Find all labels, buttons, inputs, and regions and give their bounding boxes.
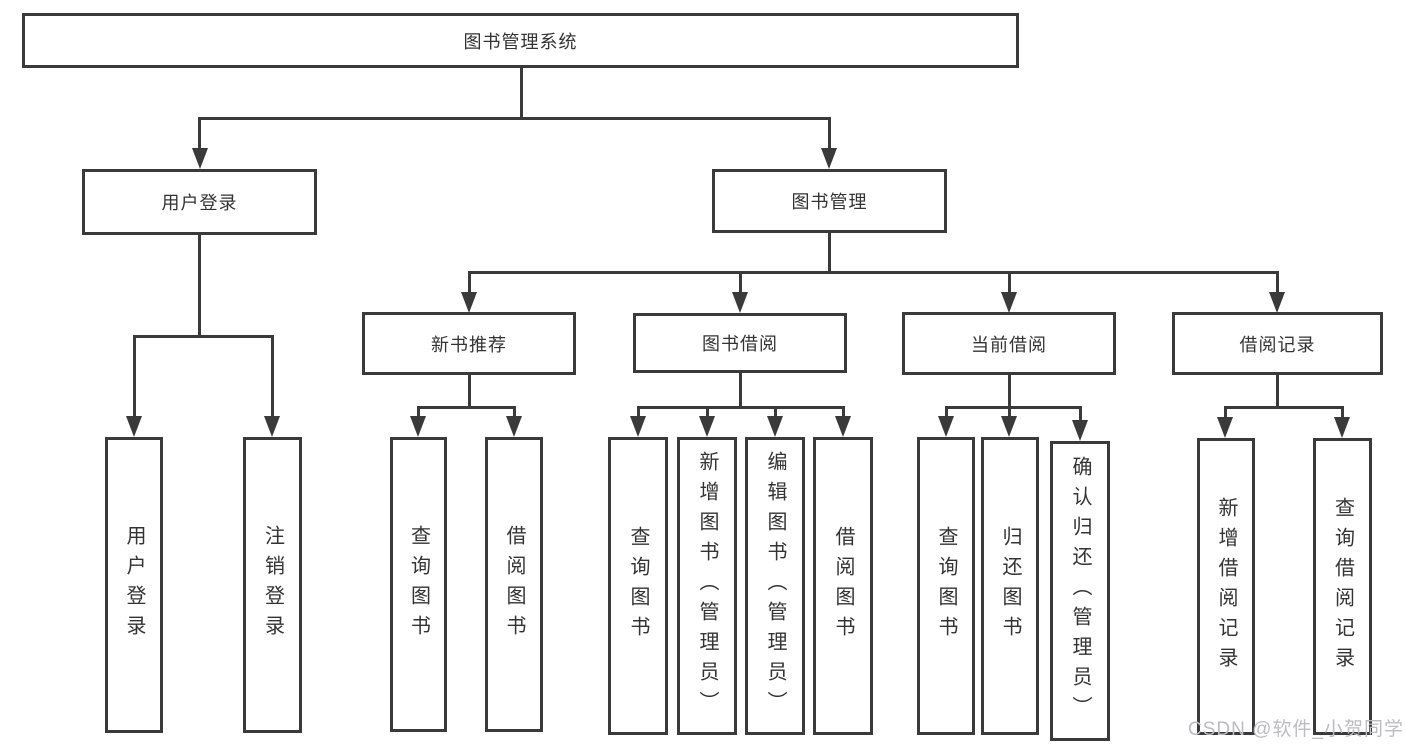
leaf-confirm-return-admin: 确认归还（管理员） [1050,441,1110,741]
watermark-text: CSDN @软件_小贺同学 [1188,719,1404,740]
node-label: 查询图书 [935,526,957,646]
node-label: 查询借阅记录 [1331,496,1354,677]
connector-level2-rail [468,271,1279,274]
connector-arrow-shaft [133,335,136,417]
connector-arrow-shaft [828,117,831,149]
connector-arrow-shaft [271,335,274,417]
leaf-borrow-books-recommend: 借阅图书 [485,437,543,732]
arrow-down-icon [192,148,208,169]
node-label: 归还图书 [999,526,1021,646]
connector-arrow-shaft [1224,406,1227,419]
connector-arrow-shaft [842,406,845,418]
connector-book-mgmt-stem [828,233,831,274]
node-new-book-recommend: 新书推荐 [362,312,576,375]
arrow-down-icon [1072,420,1088,441]
arrow-down-icon [835,416,851,437]
node-label: 图书管理 [791,192,868,212]
node-borrow-records: 借阅记录 [1172,312,1383,375]
connector-rail [1224,406,1344,409]
node-label: 借阅图书 [503,524,525,645]
leaf-query-borrow-record: 查询借阅记录 [1313,438,1372,735]
connector-stem [1276,375,1279,409]
leaf-query-books-current: 查询图书 [917,437,975,735]
leaf-user-login: 用户登录 [105,437,163,733]
connector-arrow-shaft [1079,406,1082,422]
connector-stem [468,375,471,409]
node-label: 图书管理系统 [463,31,578,52]
node-label: 新书推荐 [431,334,507,355]
arrow-down-icon [1269,292,1285,313]
connector-arrow-shaft [468,271,471,293]
arrow-down-icon [264,416,280,437]
node-book-borrow: 图书借阅 [633,313,847,373]
node-label: 用户登录 [161,193,238,213]
connector-stem [1008,375,1011,409]
arrow-down-icon [506,416,522,437]
leaf-add-book-admin: 新增图书（管理员） [677,437,737,735]
connector-arrow-shaft [1008,406,1011,418]
connector-user-login-rail [133,335,274,338]
connector-arrow-shaft [774,406,777,418]
arrow-down-icon [1217,417,1233,438]
leaf-query-books-borrow: 查询图书 [608,437,668,735]
connector-arrow-shaft [1008,271,1011,293]
arrow-down-icon [630,416,646,437]
arrow-down-icon [938,416,954,437]
connector-arrow-shaft [706,406,709,418]
connector-arrow-shaft [417,406,420,418]
connector-arrow-shaft [198,117,201,149]
arrow-down-icon [410,416,426,437]
node-label: 图书借阅 [702,334,778,354]
arrow-down-icon [699,416,715,437]
node-user-login: 用户登录 [82,169,317,235]
connector-root-stem [520,68,523,120]
arrow-down-icon [126,416,142,437]
node-label: 查询图书 [627,526,649,646]
connector-arrow-shaft [1341,406,1344,419]
arrow-down-icon [767,416,783,437]
node-label: 注销登录 [261,525,284,645]
node-label: 当前借阅 [971,334,1047,355]
leaf-edit-book-admin: 编辑图书（管理员） [745,437,805,735]
leaf-borrow-books: 借阅图书 [813,437,873,735]
connector-rail [637,406,845,409]
connector-rail [945,406,1081,409]
node-label: 编辑图书（管理员） [764,451,786,721]
connector-user-login-stem [198,235,201,338]
connector-arrow-shaft [739,271,742,293]
connector-rail [417,406,516,409]
connector-arrow-shaft [945,406,948,418]
connector-arrow-shaft [513,406,516,418]
arrow-down-icon [821,148,837,169]
arrow-down-icon [1001,416,1017,437]
arrow-down-icon [1334,417,1350,438]
arrow-down-icon [461,292,477,313]
node-label: 查询图书 [407,524,430,645]
node-label: 用户登录 [123,525,145,645]
node-root-system: 图书管理系统 [22,13,1019,68]
node-label: 借阅记录 [1239,334,1316,355]
leaf-logout: 注销登录 [243,437,302,733]
connector-arrow-shaft [1276,271,1279,293]
arrow-down-icon [1001,292,1017,313]
node-current-borrow: 当前借阅 [902,312,1116,375]
leaf-return-book: 归还图书 [981,437,1039,735]
connector-stem [739,373,742,409]
node-label: 确认归还（管理员） [1069,456,1091,726]
node-label: 借阅图书 [832,526,854,646]
leaf-query-books-recommend: 查询图书 [390,437,447,732]
connector-level1-rail [198,117,831,120]
node-label: 新增借阅记录 [1215,496,1237,677]
leaf-add-borrow-record: 新增借阅记录 [1197,438,1255,735]
arrow-down-icon [732,292,748,313]
connector-arrow-shaft [637,406,640,418]
node-book-management: 图书管理 [712,169,947,233]
node-label: 新增图书（管理员） [696,451,718,721]
